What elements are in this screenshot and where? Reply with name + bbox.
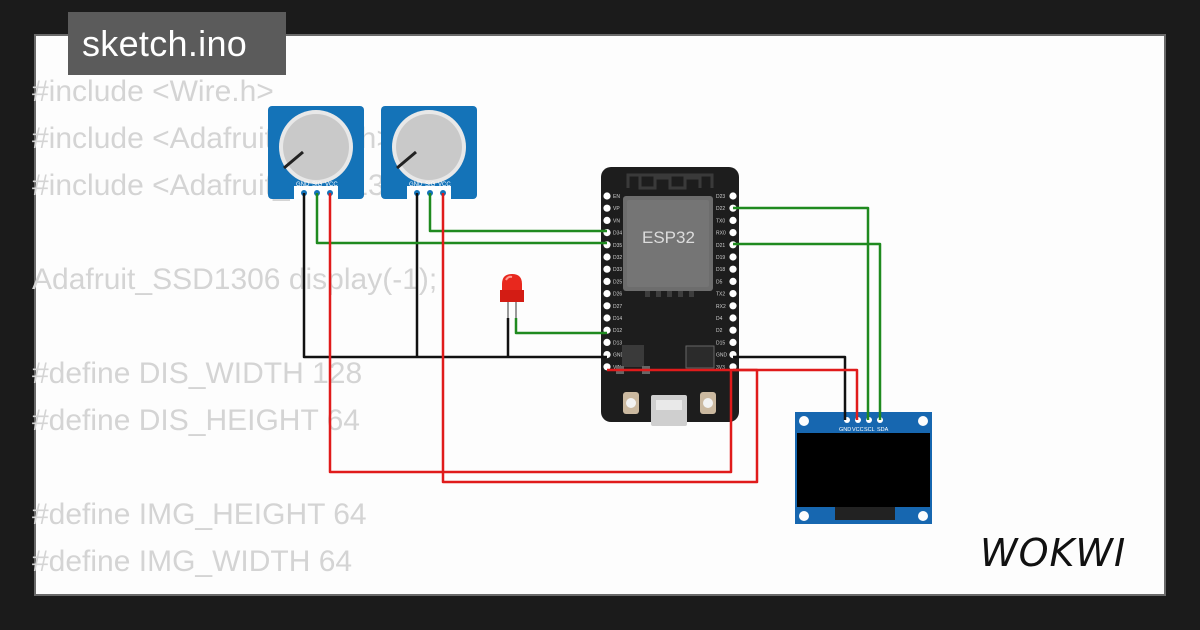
code-line: #define DIS_HEIGHT 64 [32,404,360,437]
esp32-right-pin[interactable] [729,277,737,285]
code-line: #define IMG_HEIGHT 64 [32,498,367,531]
potentiometer-2[interactable]: GND SIG VCC [381,106,477,199]
esp32-right-pin[interactable] [729,192,737,200]
esp32-left-pin-label: EN [613,194,620,200]
wire-scl[interactable] [733,206,870,420]
code-line: #define DIS_WIDTH 128 [32,357,363,390]
wokwi-logo: WOKWI [980,531,1126,575]
esp32-left-pin-label: D25 [613,279,622,285]
esp32-left-pin-label: VP [613,206,620,212]
esp32-left-pin[interactable] [603,314,611,322]
wire-sig-pot1[interactable] [315,193,607,245]
esp32-right-pin-label: D2 [716,328,723,334]
esp32-left-pin-label: D32 [613,255,622,261]
wokwi-logo-text: WOKWI [980,531,1126,575]
esp32-right-pin[interactable] [729,229,737,237]
esp32-right-pin-label: GND [716,353,728,359]
esp32-left-pin-label: VN [613,218,620,224]
esp32-right-pin[interactable] [729,265,737,273]
wire-sig-pot2[interactable] [428,193,607,233]
esp32-right-pin-label: D18 [716,267,725,273]
esp32-right-pin-label: D15 [716,340,725,346]
esp32-left-pin-label: D33 [613,267,622,273]
red-led[interactable] [500,274,524,318]
oled-pin-gnd: GND [839,427,851,433]
code-line: Adafruit_SSD1306 display(-1); [32,263,438,296]
pot2-pin-gnd: GND [409,182,423,188]
esp32-left-pin[interactable] [603,265,611,273]
esp32-left-pin-label: D27 [613,304,622,310]
esp32-left-pin[interactable] [603,338,611,346]
esp32-right-pin-label: D23 [716,194,725,200]
esp32-right-pin-label: D22 [716,206,725,212]
esp32-right-pin[interactable] [729,290,737,298]
wire-sig-led[interactable] [514,318,607,335]
pot1-pin-vcc: VCC [325,182,338,188]
esp32-right-pin-label: D4 [716,316,723,322]
esp32-right-pin[interactable] [729,363,737,371]
esp32-right-pin[interactable] [729,314,737,322]
esp32-right-pin[interactable] [729,338,737,346]
oled-pin-scl: SCL [864,427,875,433]
esp32-left-pin-label: D26 [613,292,622,298]
esp32-right-pin-label: D21 [716,243,725,249]
esp32-left-pin[interactable] [603,277,611,285]
esp32-left-pin-label: D34 [613,231,622,237]
esp32-right-pin-label: TX2 [716,292,725,298]
wire-gnd-oled[interactable] [733,355,847,420]
esp32-left-pin-label: GND [613,353,625,359]
esp32-right-pin[interactable] [729,302,737,310]
pot2-pin-vcc: VCC [438,182,451,188]
esp32-left-pin-label: D13 [613,340,622,346]
code-line: #include <Wire.h> [32,75,274,108]
esp32-label: ESP32 [642,228,695,247]
esp32-left-pin-label: D12 [613,328,622,334]
esp32-left-pin[interactable] [603,290,611,298]
esp32-left-pin[interactable] [603,363,611,371]
preview-panel [34,34,1166,596]
pot2-pin-sig: SIG [425,182,436,188]
file-title: sketch.ino [68,12,286,75]
esp32-right-pin-label: D19 [716,255,725,261]
code-line: #define IMG_WIDTH 64 [32,545,353,578]
pot1-pin-sig: SIG [312,182,323,188]
esp32-right-pin[interactable] [729,216,737,224]
wire-gnd-pot1[interactable] [302,193,607,359]
esp32-left-pin[interactable] [603,253,611,261]
wire-vcc-oled[interactable] [607,368,859,420]
esp32-right-pin[interactable] [729,253,737,261]
esp32-left-pin[interactable] [603,302,611,310]
pot1-pin-gnd: GND [296,182,310,188]
esp32-right-pin-label: D5 [716,279,723,285]
wire-vcc-pot1[interactable] [328,193,733,474]
esp32-right-pin-label: 3V3 [716,365,725,371]
esp32-right-pin[interactable] [729,326,737,334]
oled-pin-vcc: VCC [852,427,864,433]
oled-display[interactable]: GND VCC SCL SDA [795,412,932,524]
esp32-left-pin[interactable] [603,192,611,200]
esp32-left-pin[interactable] [603,216,611,224]
wire-sda[interactable] [733,242,882,420]
esp32-left-pin[interactable] [603,204,611,212]
code-editor-background: #include <Wire.h>#include <Adafruit_GFX.… [32,68,461,585]
potentiometer-1[interactable]: GND SIG VCC [268,106,364,199]
esp32-left-pin-label: D35 [613,243,622,249]
esp32-right-pin-label: RX0 [716,231,726,237]
esp32-left-pin-label: D14 [613,316,622,322]
esp32-right-pin-label: TX0 [716,218,725,224]
esp32-right-pin-label: RX2 [716,304,726,310]
oled-pin-sda: SDA [877,427,889,433]
